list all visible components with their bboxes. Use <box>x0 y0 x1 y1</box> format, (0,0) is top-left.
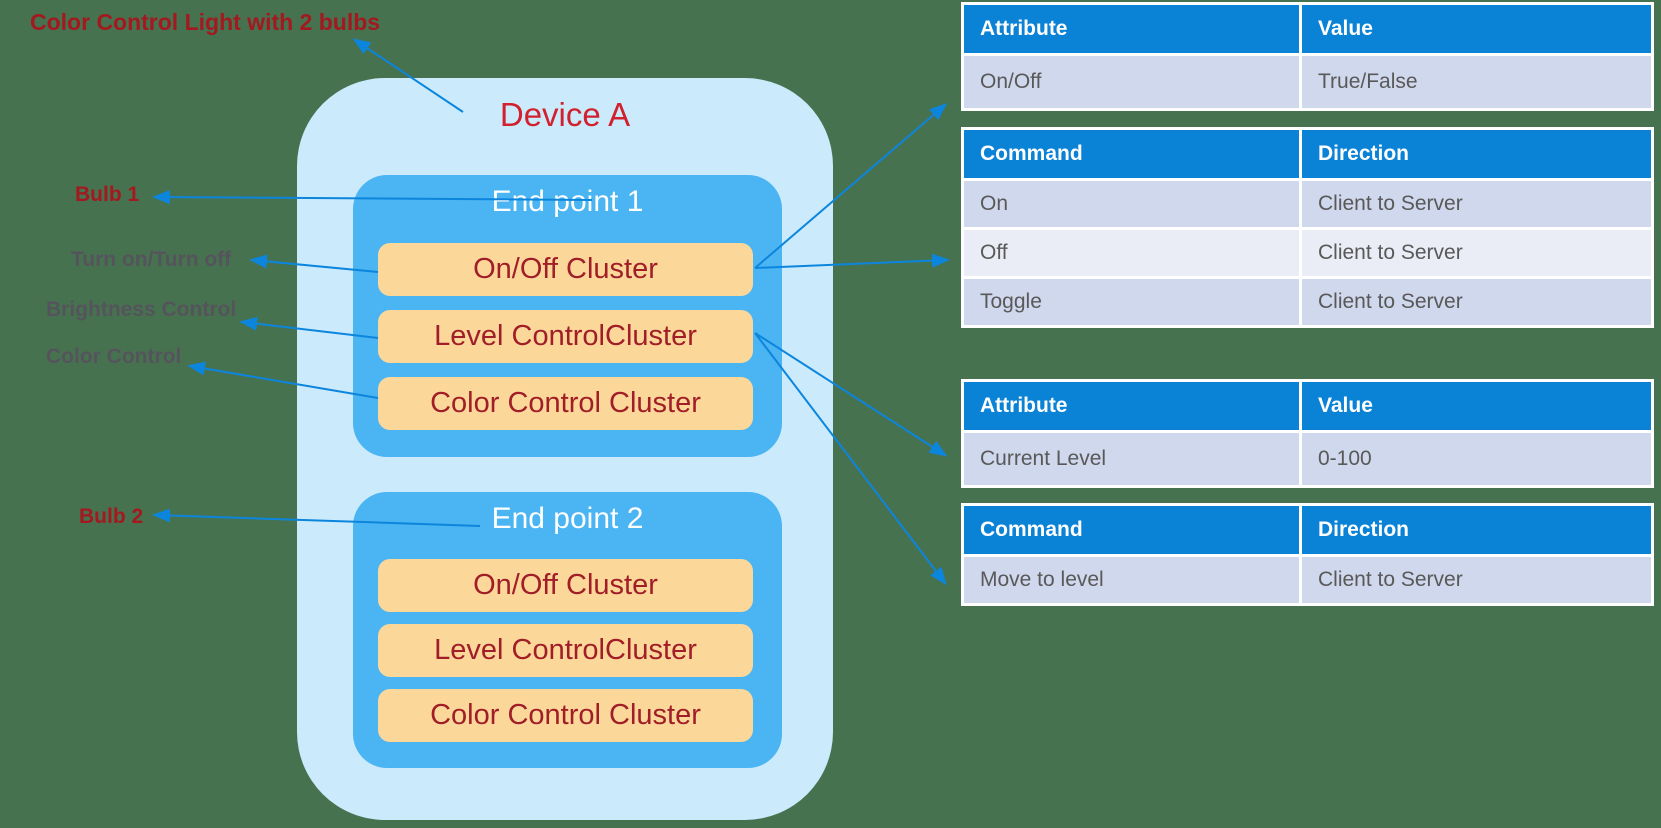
endpoint-1-label: End point 1 <box>491 185 644 218</box>
diagram-title: Color Control Light with 2 bulbs <box>30 9 381 35</box>
table-header-cell: Command <box>964 506 1299 554</box>
table-cell: Client to Server <box>1302 181 1651 227</box>
brightness-control-label: Brightness Control <box>46 298 237 321</box>
table-cell: Move to level <box>964 557 1299 603</box>
table-header-cell: Command <box>964 130 1299 178</box>
table-header-cell: Value <box>1302 5 1651 53</box>
cluster-box: Color Control Cluster <box>378 377 753 430</box>
table-cell: Off <box>964 230 1299 276</box>
table-cell: 0-100 <box>1302 433 1651 485</box>
table-header-cell: Value <box>1302 382 1651 430</box>
table-header-cell: Direction <box>1302 130 1651 178</box>
table-header-cell: Attribute <box>964 5 1299 53</box>
table-cell: On <box>964 181 1299 227</box>
table-cell: Toggle <box>964 279 1299 325</box>
table-cell: Client to Server <box>1302 279 1651 325</box>
table-cell: True/False <box>1302 56 1651 108</box>
cluster-box: Color Control Cluster <box>378 689 753 742</box>
cluster-box: Level ControlCluster <box>378 310 753 363</box>
bulb1-label: Bulb 1 <box>75 183 140 206</box>
device-label: Device A <box>499 96 631 133</box>
table-cell: Client to Server <box>1302 230 1651 276</box>
table-cell: Current Level <box>964 433 1299 485</box>
bulb2-label: Bulb 2 <box>79 505 144 528</box>
cluster-box: On/Off Cluster <box>378 243 753 296</box>
cluster-box: Level ControlCluster <box>378 624 753 677</box>
endpoint-2-label: End point 2 <box>491 502 644 535</box>
table-cell: Client to Server <box>1302 557 1651 603</box>
table-cell: On/Off <box>964 56 1299 108</box>
turn-on-off-label: Turn on/Turn off <box>71 248 232 271</box>
table-header-cell: Attribute <box>964 382 1299 430</box>
color-control-label: Color Control <box>46 345 182 368</box>
table-header-cell: Direction <box>1302 506 1651 554</box>
cluster-box: On/Off Cluster <box>378 559 753 612</box>
